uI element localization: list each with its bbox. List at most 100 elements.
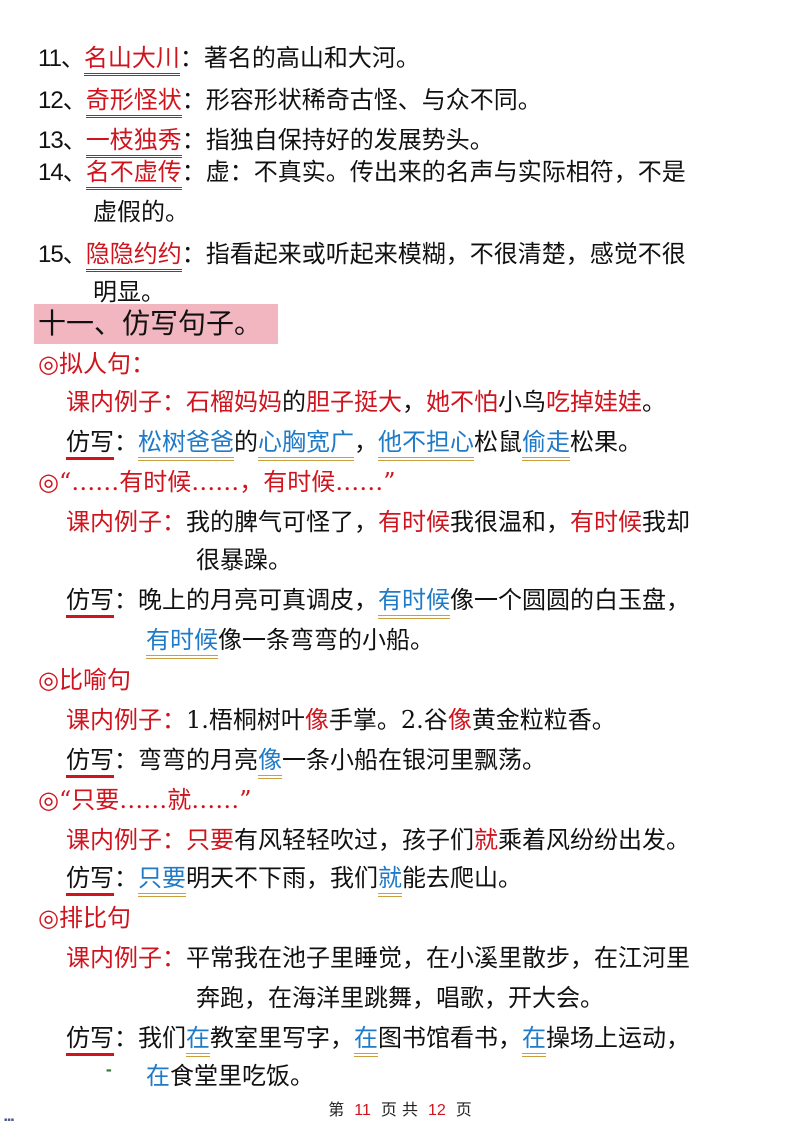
vocab-item-14-continued: 虚假的。 [93, 196, 189, 228]
colon: ： [181, 158, 206, 186]
example-segment: 手掌。2.谷 [328, 706, 448, 734]
current-page-number: 11 [354, 1102, 371, 1119]
imitation-label: 仿写 [66, 746, 114, 778]
imitation-segment: 像一条弯弯的小船。 [218, 626, 434, 654]
example-sentence-personification: 课内例子：石榴妈妈的胆子挺大，她不怕小鸟吃掉娃娃。 [66, 386, 666, 418]
imitation-sentence-as-long-as: 仿写：只要明天不下雨，我们就能去爬山。 [66, 862, 522, 897]
idiom-definition-continued: 虚假的。 [93, 198, 189, 226]
idiom-definition: 形容形状稀奇古怪、与众不同。 [205, 86, 542, 114]
example-segment: 乘着风纷纷出发。 [498, 826, 690, 854]
colon: ： [114, 586, 138, 614]
item-number: 15、 [38, 241, 87, 268]
vocab-item-13: 13、一枝独秀：指独自保持好的发展势头。 [38, 124, 494, 158]
imitation-segment: 的 [234, 428, 258, 456]
imitation-segment: 像一个圆圆的白玉盘， [450, 586, 690, 614]
imitation-sentence-sometimes-continued: 有时候像一条弯弯的小船。 [146, 624, 434, 659]
example-segment: 像 [447, 706, 472, 734]
example-sentence-simile: 课内例子：1.梧桐树叶像手掌。2.谷像黄金粒粒香。 [66, 704, 616, 736]
colon: ： [181, 240, 206, 268]
imitation-highlight: 在 [522, 1024, 546, 1057]
imitation-segment: 松鼠 [474, 428, 522, 456]
vocab-item-11: 11、名山大川：著名的高山和大河。 [38, 42, 420, 76]
imitation-highlight: 就 [378, 864, 402, 897]
group-title-personification: ◎拟人句： [38, 348, 155, 380]
example-label: 课内例子： [66, 508, 186, 536]
example-label: 课内例子： [66, 706, 186, 734]
imitation-highlight: 有时候 [378, 586, 450, 619]
section-heading: 十一、仿写句子。 [38, 307, 263, 340]
example-segment: 小鸟 [498, 388, 546, 416]
example-sentence-sometimes: 课内例子：我的脾气可怪了，有时候我很温和，有时候我却 [66, 506, 690, 538]
double-circle-bullet-icon: ◎ [38, 666, 59, 694]
example-segment: 的 [282, 388, 306, 416]
example-segment: 奔跑，在海洋里跳舞，唱歌，开大会。 [196, 984, 604, 1012]
group-title-sometimes: ◎“……有时候……，有时候……” [38, 466, 396, 498]
double-circle-bullet-icon: ◎ [38, 350, 59, 378]
group-title: 拟人句： [58, 350, 155, 378]
group-title: 排比句 [58, 904, 131, 932]
example-segment: 有风轻轻吹过，孩子们 [234, 826, 474, 854]
example-segment: 我却 [642, 508, 690, 536]
imitation-label: 仿写 [66, 1024, 114, 1056]
vocab-item-15: 15、隐隐约约：指看起来或听起来模糊，不很清楚，感觉不很 [38, 238, 686, 272]
item-number: 14、 [38, 159, 87, 186]
imitation-segment: 图书馆看书， [378, 1024, 522, 1052]
example-segment: 有时候 [378, 508, 450, 536]
imitation-highlight: 只要 [138, 864, 186, 897]
group-title: “……有时候……，有时候……” [58, 468, 396, 496]
imitation-sentence-parallelism-continued: 在食堂里吃饭。 [146, 1060, 314, 1092]
vocab-item-15-continued: 明显。 [93, 276, 165, 308]
vocab-item-14: 14、名不虚传：虚：不真实。传出来的名声与实际相符，不是 [38, 156, 686, 190]
example-sentence-parallelism-continued: 奔跑，在海洋里跳舞，唱歌，开大会。 [196, 982, 604, 1014]
imitation-label: 仿写 [66, 586, 114, 618]
idiom-definition: 著名的高山和大河。 [203, 44, 420, 72]
vocab-item-12: 12、奇形怪状：形容形状稀奇古怪、与众不同。 [38, 84, 542, 118]
idiom-definition: 指独自保持好的发展势头。 [205, 126, 494, 154]
imitation-segment: 能去爬山。 [402, 864, 522, 892]
example-segment: 像 [304, 706, 329, 734]
imitation-highlight: 偷走 [522, 428, 570, 461]
example-label: 课内例子： [66, 388, 186, 416]
idiom-term: 名不虚传 [85, 158, 182, 190]
imitation-sentence-sometimes: 仿写：晚上的月亮可真调皮，有时候像一个圆圆的白玉盘， [66, 584, 690, 619]
total-page-number: 12 [427, 1102, 446, 1119]
item-number: 11、 [38, 45, 85, 72]
colon: ： [181, 126, 206, 154]
imitation-highlight: 像 [258, 746, 282, 779]
group-title-parallelism: ◎排比句 [38, 902, 131, 934]
imitation-segment: 明天不下雨，我们 [186, 864, 378, 892]
imitation-highlight: 在 [146, 1062, 170, 1090]
double-circle-bullet-icon: ◎ [38, 468, 59, 496]
idiom-definition-continued: 明显。 [93, 278, 165, 306]
example-segment: 石榴妈妈 [186, 388, 282, 416]
imitation-highlight: 心胸宽广 [258, 428, 354, 461]
imitation-highlight: 在 [354, 1024, 378, 1057]
example-segment: 平常我在池子里睡觉，在小溪里散步，在江河里 [186, 944, 690, 972]
double-circle-bullet-icon: ◎ [38, 904, 59, 932]
colon: ： [114, 1024, 138, 1052]
example-sentence-as-long-as: 课内例子：只要有风轻轻吹过，孩子们就乘着风纷纷出发。 [66, 824, 690, 856]
imitation-segment: 一条小船在银河里飘荡。 [282, 746, 546, 774]
imitation-segment: 教室里写字， [210, 1024, 354, 1052]
imitation-segment: 我们 [138, 1024, 186, 1052]
example-segment: 很暴躁。 [196, 546, 292, 574]
imitation-sentence-simile: 仿写：弯弯的月亮像一条小船在银河里飘荡。 [66, 744, 546, 779]
example-segment: 我的脾气可怪了， [186, 508, 378, 536]
example-segment: 有时候 [570, 508, 642, 536]
example-label: 课内例子： [66, 826, 186, 854]
imitation-segment: 食堂里吃饭。 [170, 1062, 314, 1090]
example-label: 课内例子： [66, 944, 186, 972]
double-circle-bullet-icon: ◎ [38, 786, 59, 814]
imitation-segment: 松果。 [570, 428, 642, 456]
example-segment: 。 [642, 388, 666, 416]
footer-prefix: 第 [328, 1100, 345, 1119]
colon: ： [114, 746, 138, 774]
imitation-segment: 弯弯的月亮 [138, 746, 258, 774]
example-segment: ， [402, 388, 426, 416]
idiom-term: 隐隐约约 [85, 240, 182, 272]
example-segment: 吃掉娃娃 [546, 388, 642, 416]
imitation-segment: ， [354, 428, 378, 456]
colon: ： [181, 86, 206, 114]
section-heading-highlight [34, 304, 278, 344]
example-segment: 1.梧桐树叶 [186, 706, 305, 734]
